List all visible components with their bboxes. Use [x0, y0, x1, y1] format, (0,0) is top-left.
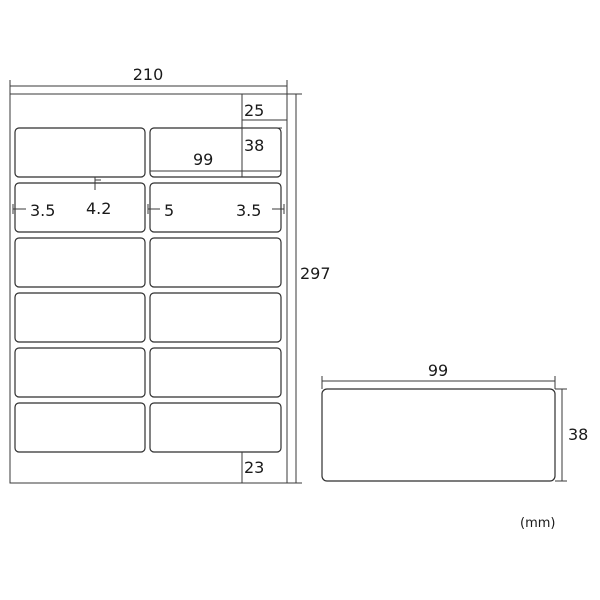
label-cell [14, 127, 146, 178]
vertical-gap-label: 4.2 [86, 199, 111, 218]
single-label-height-label: 38 [568, 425, 588, 444]
left-margin-label: 3.5 [30, 201, 55, 220]
right-margin-label: 3.5 [236, 201, 261, 220]
column-gap-label: 5 [164, 201, 174, 220]
sheet-width-label: 210 [133, 65, 164, 84]
label-cell [149, 237, 282, 288]
label-cell [149, 127, 282, 178]
sheet-height-label: 297 [300, 264, 331, 283]
label-cell [14, 237, 146, 288]
unit-label: (mm) [520, 516, 555, 531]
bottom-margin-label: 23 [244, 458, 264, 477]
label-cell [149, 292, 282, 343]
label-grid [14, 127, 282, 453]
label-cell [14, 182, 146, 233]
label-cell [149, 182, 282, 233]
label-cell [149, 347, 282, 398]
label-cell [149, 402, 282, 453]
label-cell [14, 402, 146, 453]
label-cell [14, 347, 146, 398]
label-width-label: 99 [193, 150, 213, 169]
top-margin-label: 25 [244, 101, 264, 120]
single-label [321, 388, 556, 482]
label-cell [14, 292, 146, 343]
sheet-outline [9, 93, 288, 484]
single-label-width-label: 99 [428, 361, 448, 380]
label-height-label: 38 [244, 136, 264, 155]
